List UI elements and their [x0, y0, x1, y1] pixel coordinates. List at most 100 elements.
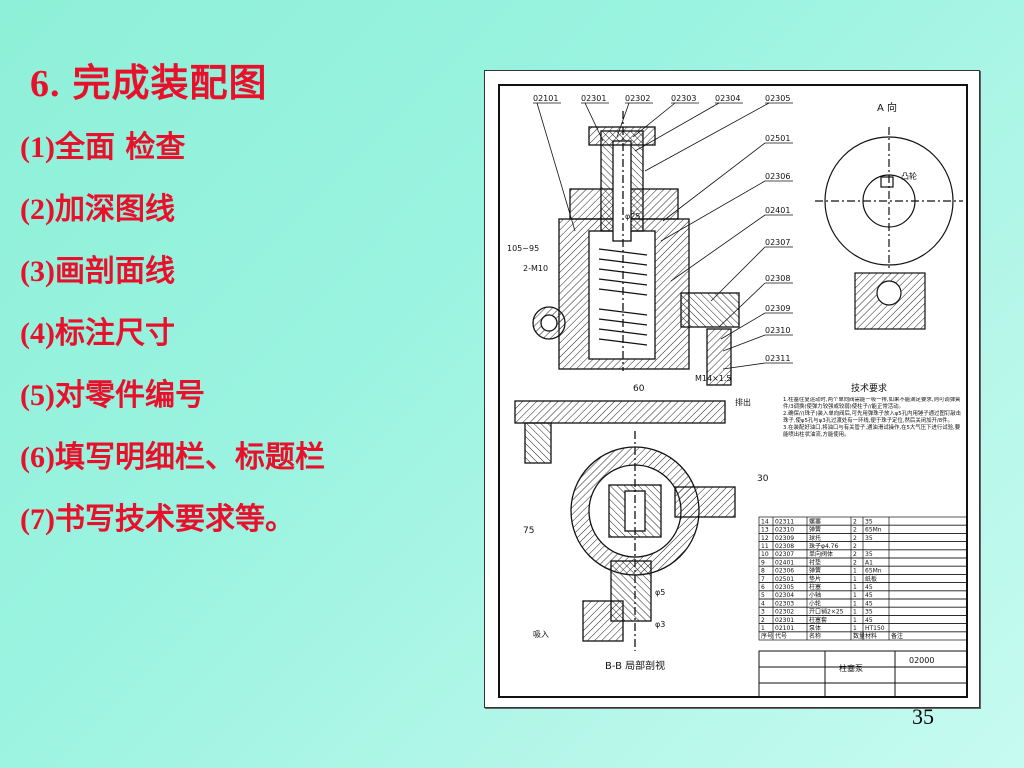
- table-cell: 12: [761, 535, 769, 542]
- table-cell: 02101: [775, 625, 794, 632]
- table-cell: 珠子φ4.76: [809, 542, 839, 550]
- part-number-label: 02303: [671, 94, 696, 103]
- table-cell: 1: [853, 600, 857, 607]
- main-view: [532, 111, 740, 386]
- table-cell: 02309: [775, 535, 794, 542]
- table-cell: 4: [761, 600, 765, 607]
- table-cell: 8: [761, 568, 765, 575]
- table-cell: A1: [865, 559, 873, 566]
- step-index: (1): [20, 131, 55, 164]
- dimension-m14: M14×1.5: [695, 374, 732, 383]
- view-a-label: A 向: [877, 101, 897, 114]
- step-text: 标注尺寸: [54, 316, 175, 351]
- part-number-label: 02401: [765, 206, 790, 215]
- table-cell: 数量: [853, 632, 865, 640]
- tech-note: 2.确保//(珠子)装入单向阀后,可先用弹珠子放入φ5孔内用锤子通过图钉敲击珠子…: [783, 411, 962, 424]
- part-number-leader: [536, 102, 576, 232]
- table-cell: 13: [761, 527, 769, 534]
- table-cell: 材料: [865, 632, 877, 640]
- table-cell: 纸板: [865, 575, 877, 583]
- part-number-leader: [720, 312, 766, 340]
- table-cell: 序号: [761, 632, 773, 640]
- table-cell: 小轴: [809, 591, 821, 599]
- drawing-frame: [498, 84, 968, 698]
- table-cell: 1: [853, 625, 857, 632]
- table-cell: 35: [865, 551, 873, 558]
- part-number-label: 02308: [765, 274, 790, 283]
- table-cell: 2: [853, 518, 857, 525]
- table-cell: 3: [761, 609, 765, 616]
- part-number-leaders: [533, 102, 793, 370]
- part-number-label: 02301: [581, 94, 606, 103]
- table-cell: 1: [853, 576, 857, 583]
- table-cell: 柱塞套: [809, 616, 827, 624]
- title-block-drawing-no: 02000: [909, 656, 934, 665]
- section-view: [514, 400, 736, 651]
- title-block: [758, 650, 968, 698]
- table-cell: 1: [853, 609, 857, 616]
- slide-title: 6.完成装配图: [30, 52, 268, 107]
- cam-label: 凸轮: [901, 171, 917, 181]
- table-cell: 开口销2×25: [809, 608, 844, 616]
- part-number-leader: [722, 334, 766, 352]
- table-cell: 45: [865, 617, 873, 624]
- table-cell: 02501: [775, 576, 794, 583]
- step-index: (4): [20, 317, 55, 350]
- part-number-label: 02306: [765, 172, 790, 181]
- table-cell: 2: [853, 543, 857, 550]
- table-cell: 弹簧: [809, 567, 821, 575]
- step-item: (1)全面 检查: [20, 126, 325, 188]
- part-number-leader: [710, 246, 766, 302]
- table-cell: 11: [761, 543, 769, 550]
- table-cell: 垫片: [809, 575, 821, 583]
- table-cell: 小轮: [809, 599, 821, 607]
- slide-title-text: 完成装配图: [72, 61, 268, 105]
- step-item: (6)填写明细栏、标题栏: [20, 436, 325, 498]
- step-item: (3)画剖面线: [20, 250, 325, 312]
- part-number-label: 02307: [765, 238, 790, 247]
- step-item: (4)标注尺寸: [20, 312, 325, 374]
- part-number-label: 02305: [765, 94, 790, 103]
- step-list: (1)全面 检查 (2)加深图线 (3)画剖面线 (4)标注尺寸 (5)对零件编…: [20, 126, 325, 560]
- table-cell: 02301: [775, 617, 794, 624]
- table-cell: 2: [853, 551, 857, 558]
- step-text: 对零件编号: [54, 378, 205, 413]
- dimension-105: 105~95: [507, 244, 539, 253]
- table-cell: 名称: [809, 632, 821, 640]
- table-cell: 45: [865, 592, 873, 599]
- table-cell: 45: [865, 600, 873, 607]
- step-index: (7): [20, 503, 55, 536]
- part-number-leader: [644, 102, 770, 172]
- dimension-60: 60: [633, 384, 645, 394]
- table-cell: 单向阀体: [809, 550, 833, 558]
- table-cell: 泵体: [809, 624, 821, 632]
- table-cell: 2: [761, 617, 765, 624]
- table-cell: 1: [853, 617, 857, 624]
- table-cell: 45: [865, 584, 873, 591]
- part-number-label: 02501: [765, 134, 790, 143]
- title-block-name: 柱塞泵: [839, 663, 863, 673]
- step-index: (2): [20, 193, 55, 226]
- step-text: 加深图线: [54, 192, 175, 227]
- table-cell: 35: [865, 535, 873, 542]
- part-number-leader: [634, 102, 720, 152]
- table-cell: 1: [853, 584, 857, 591]
- table-cell: 65Mn: [865, 527, 882, 534]
- table-cell: 9: [761, 559, 765, 566]
- table-cell: 14: [761, 518, 769, 525]
- table-cell: 35: [865, 609, 873, 616]
- part-number-leader: [662, 142, 766, 222]
- table-cell: 代号: [775, 632, 787, 640]
- table-cell: 2: [853, 527, 857, 534]
- step-text: 画剖面线: [54, 254, 175, 289]
- step-item: (2)加深图线: [20, 188, 325, 250]
- table-cell: 7: [761, 576, 765, 583]
- table-cell: 02305: [775, 584, 794, 591]
- step-item: (7)书写技术要求等。: [20, 498, 325, 560]
- part-number-leader: [632, 102, 676, 138]
- table-cell: 02310: [775, 527, 794, 534]
- dimension-m10: 2-M10: [523, 264, 548, 273]
- table-cell: 球托: [809, 534, 821, 542]
